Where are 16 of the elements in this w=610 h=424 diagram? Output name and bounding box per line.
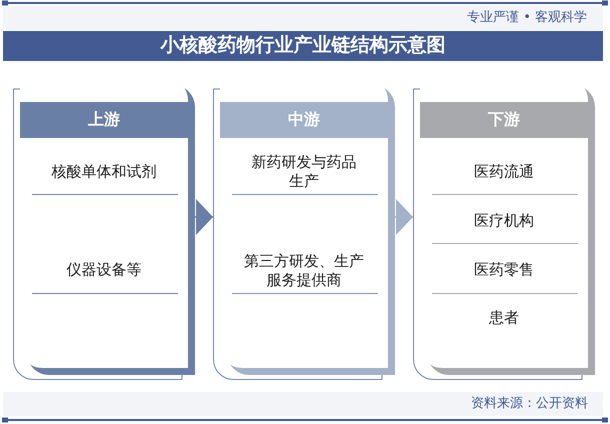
item-text: 医药流通 [474,162,534,182]
source-note: 资料来源：公开资料 [471,396,588,412]
item-text: 患者 [489,308,519,328]
title-text: 小核酸药物行业产业链结构示意图 [160,35,446,57]
chevron-arrow [195,199,213,235]
item-text: 新药研发与药品生产 [250,153,358,191]
header-text: 中游 [288,110,320,130]
item-text: 第三方研发、生产服务提供商 [243,252,365,290]
chevron-arrow [395,199,413,235]
item-text: 核酸单体和试剂 [52,162,156,182]
item-text: 医疗机构 [474,212,534,230]
header-text: 上游 [88,110,120,130]
slogan-text: 专业严谨 • 客观科学 [467,10,587,26]
item-text: 医药零售 [474,260,534,280]
item-text: 仪器设备等 [66,260,142,280]
header-text: 下游 [488,110,520,130]
